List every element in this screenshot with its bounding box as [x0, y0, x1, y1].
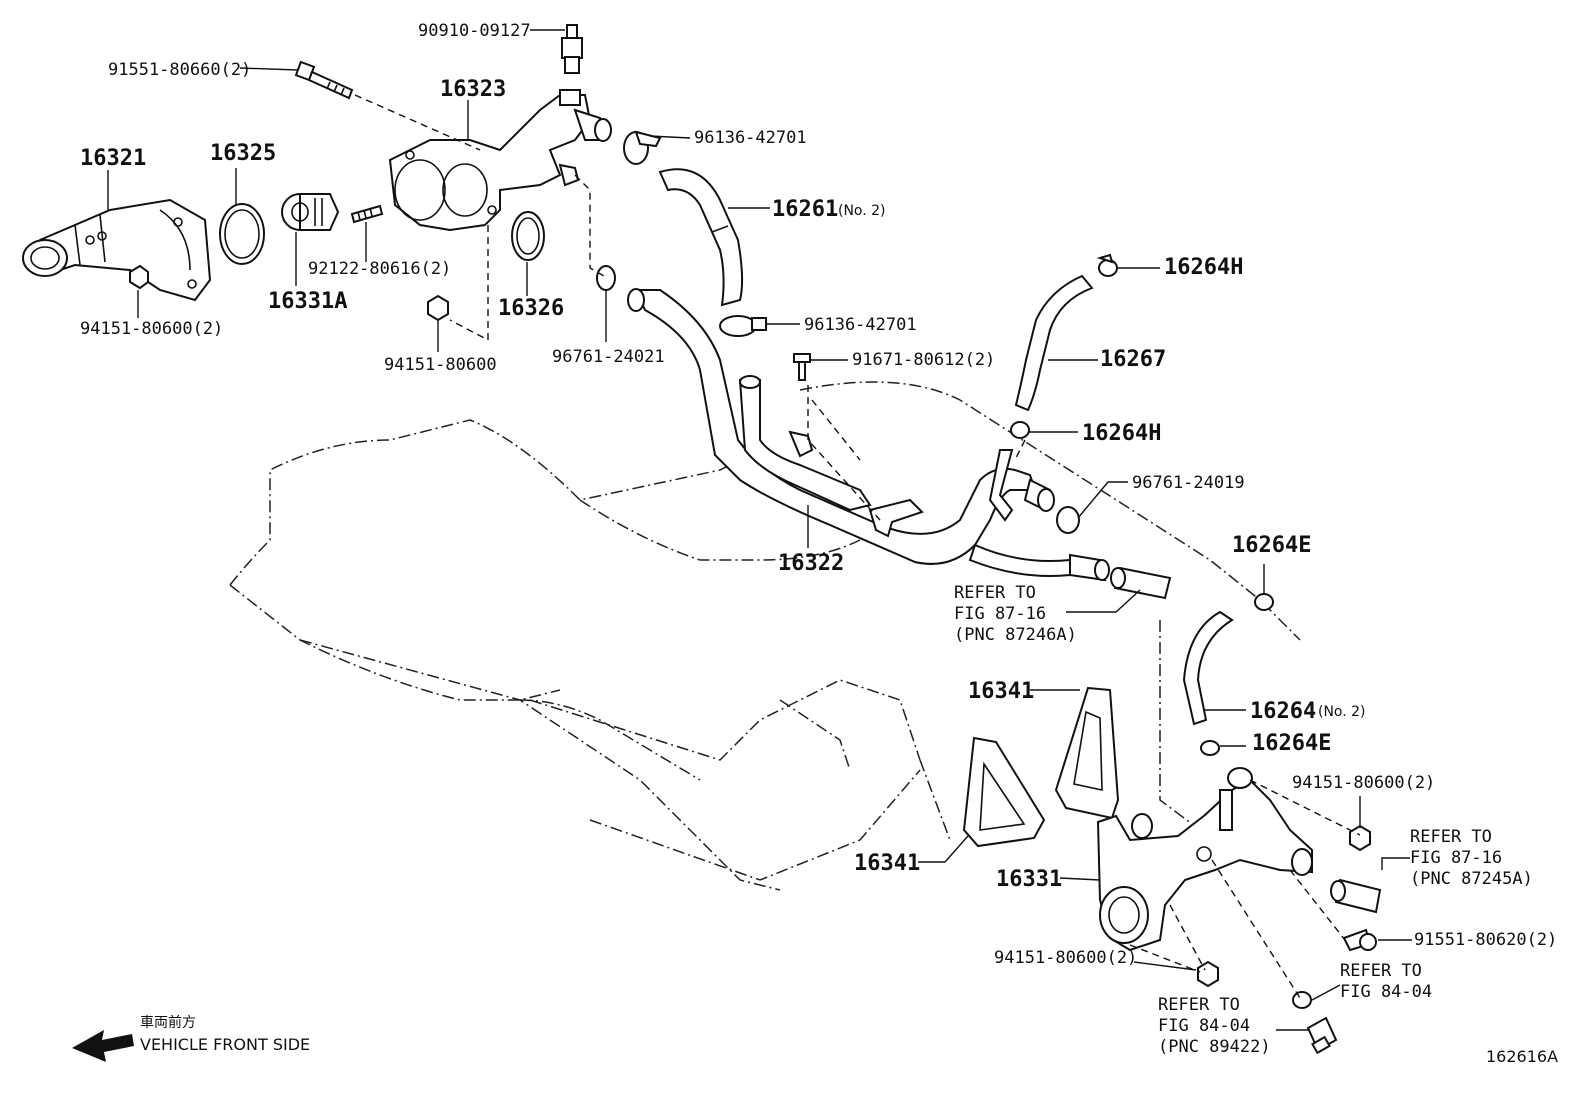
refer-84-04-a: REFER TO FIG 84-04 [1340, 961, 1432, 1002]
sensor-ref-89422 [1306, 1016, 1338, 1055]
label-16264-note: (No. 2) [1318, 704, 1366, 720]
clamp-16264E-a [1254, 593, 1274, 611]
refer-89422-line2: FIG 84-04 [1158, 1016, 1250, 1036]
figure-code: 162616A [1486, 1047, 1558, 1066]
refer-89422-line3: (PNC 89422) [1158, 1037, 1271, 1057]
label-16331A: 16331A [268, 289, 347, 314]
water-inlet-16321 [22, 198, 212, 302]
bolt-91671 [793, 353, 811, 381]
label-16261: 16261 [772, 197, 838, 222]
water-pipe-16322 [627, 288, 1110, 582]
label-16264H-a: 16264H [1164, 255, 1243, 280]
refer-87246A-line2: FIG 87-16 [954, 604, 1046, 624]
label-16323: 16323 [440, 77, 506, 102]
label-16267: 16267 [1100, 347, 1166, 372]
assembly-lines [354, 94, 1361, 999]
label-94151-80600-c: 94151-80600(2) [1292, 773, 1435, 793]
label-16264H-b: 16264H [1082, 421, 1161, 446]
refer-89422: REFER TO FIG 84-04 (PNC 89422) [1158, 995, 1271, 1057]
refer-87246A-line1: REFER TO [954, 583, 1036, 603]
bolt-91551-80660 [294, 60, 354, 100]
refer-84-04-a-line1: REFER TO [1340, 961, 1422, 981]
label-91551-80620: 91551-80620(2) [1414, 930, 1557, 950]
label-96136-42701-a: 96136-42701 [694, 128, 807, 148]
hose-ref-87246A [1110, 566, 1172, 600]
label-16326: 16326 [498, 296, 564, 321]
hose-ref-87245A [1330, 878, 1382, 914]
gasket-16341-a [1054, 686, 1120, 820]
label-96761-24019: 96761-24019 [1132, 473, 1245, 493]
refer-89422-line1: REFER TO [1158, 995, 1240, 1015]
front-arrow-icon [72, 1030, 134, 1062]
stud-92122 [350, 204, 384, 224]
nut-94151-d [1197, 960, 1219, 988]
refer-87246A: REFER TO FIG 87-16 (PNC 87246A) [954, 583, 1077, 645]
refer-87245A-line2: FIG 87-16 [1410, 848, 1502, 868]
clamp-96136-a [623, 130, 662, 165]
label-16321: 16321 [80, 146, 146, 171]
label-16331: 16331 [996, 867, 1062, 892]
washer-ref-84-04 [1292, 991, 1312, 1009]
label-16264E-a: 16264E [1232, 533, 1311, 558]
refer-87246A-line3: (PNC 87246A) [954, 625, 1077, 645]
refer-87245A-line1: REFER TO [1410, 827, 1492, 847]
label-16261-note: (No. 2) [838, 203, 886, 219]
label-94151-80600-a: 94151-80600(2) [80, 319, 223, 339]
water-outlet-16331 [1096, 767, 1313, 952]
clamp-16264H-a [1096, 253, 1118, 277]
label-16264E-b: 16264E [1252, 731, 1331, 756]
temp-sensor-90910 [561, 24, 583, 74]
nut-94151-c [1349, 824, 1371, 852]
oring-96761-24019 [1056, 506, 1080, 534]
label-90910-09127: 90910-09127 [418, 21, 531, 41]
label-16322: 16322 [778, 551, 844, 576]
front-label-en: VEHICLE FRONT SIDE [140, 1035, 310, 1054]
hose-16267 [1014, 274, 1094, 412]
vehicle-front-indicator: 車両前方 VEHICLE FRONT SIDE [72, 1014, 310, 1062]
label-16325: 16325 [210, 141, 276, 166]
label-94151-80600-d: 94151-80600(2) [994, 948, 1137, 968]
label-91671-80612: 91671-80612(2) [852, 350, 995, 370]
label-96761-24021: 96761-24021 [552, 347, 665, 367]
label-16341-b: 16341 [854, 851, 920, 876]
gasket-16325 [219, 203, 265, 265]
label-92122-80616: 92122-80616(2) [308, 259, 451, 279]
clamp-16264H-b [1010, 421, 1030, 439]
nut-94151-a [129, 264, 149, 290]
label-16264: 16264 [1250, 699, 1316, 724]
hose-16261 [658, 168, 744, 307]
leader-lines [107, 29, 1412, 1031]
refer-87245A: REFER TO FIG 87-16 (PNC 87245A) [1410, 827, 1533, 889]
label-96136-42701-b: 96136-42701 [804, 315, 917, 335]
water-outlet-housing-16323 [388, 89, 612, 232]
hose-16264 [1182, 610, 1234, 726]
gasket-16341-b [962, 736, 1046, 848]
refer-84-04-a-line2: FIG 84-04 [1340, 982, 1432, 1002]
nut-94151-b [427, 294, 449, 322]
clamp-96136-b [719, 315, 767, 337]
oring-96761-24021 [596, 265, 616, 291]
clamp-16264E-b [1200, 740, 1220, 756]
refer-87245A-line3: (PNC 87245A) [1410, 869, 1533, 889]
label-94151-80600-b: 94151-80600 [384, 355, 497, 375]
label-16341-a: 16341 [968, 679, 1034, 704]
engine-outline [229, 381, 1301, 891]
label-91551-80660: 91551-80660(2) [108, 60, 251, 80]
bolt-91551-80620 [1342, 928, 1377, 952]
gasket-16326 [511, 211, 545, 261]
front-label-jp: 車両前方 [140, 1014, 196, 1031]
thermostat-16331A [281, 193, 340, 231]
